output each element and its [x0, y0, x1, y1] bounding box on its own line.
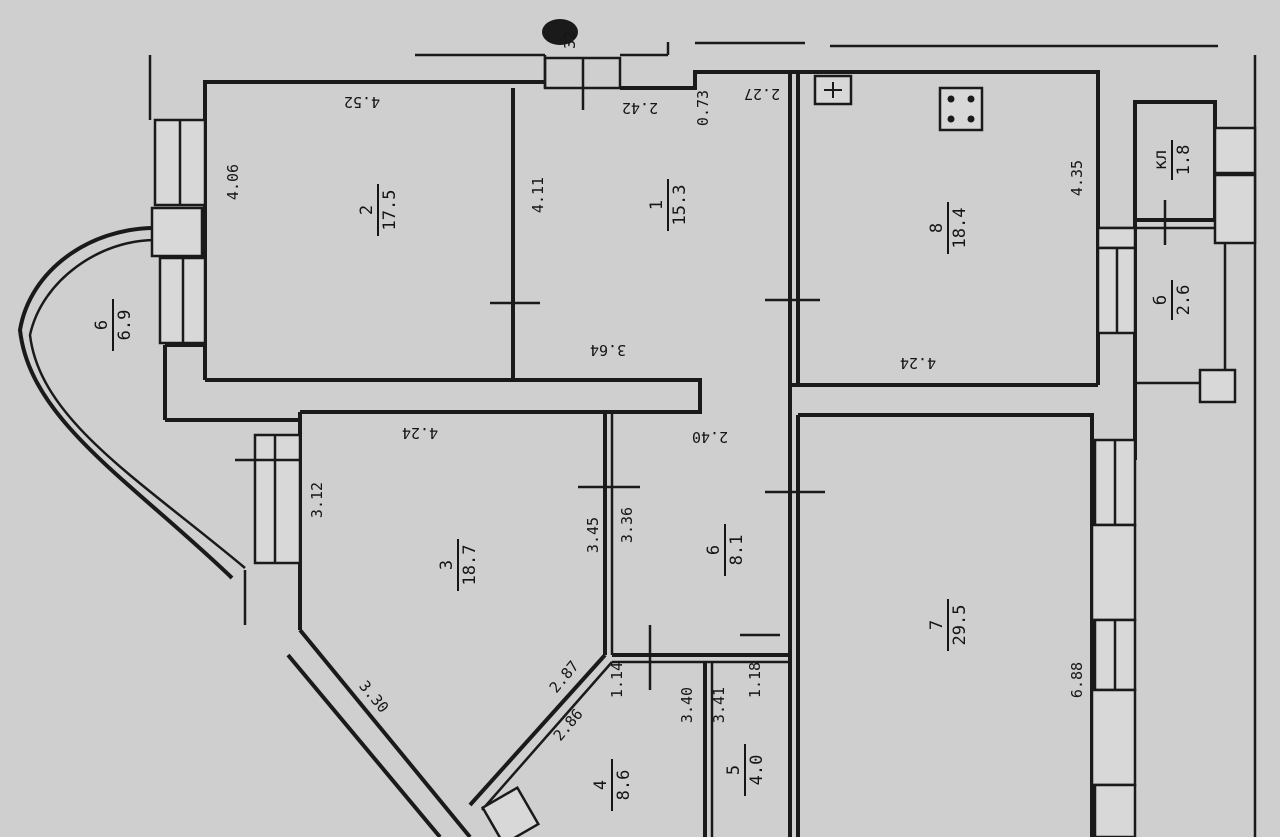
- dim-3-12: 3.12: [308, 482, 326, 518]
- ink-smudge: [542, 19, 578, 45]
- svg-text:6: 6: [704, 545, 724, 555]
- svg-text:4: 4: [591, 780, 611, 790]
- room-label-6-balcony: 6 6.9: [92, 299, 135, 351]
- room-label-kl: кл 1.8: [1151, 140, 1194, 180]
- svg-text:4.0: 4.0: [747, 755, 767, 786]
- dim-3-36: 3.36: [618, 507, 636, 543]
- svg-text:18.4: 18.4: [950, 208, 970, 249]
- dim-4-24-mid: 4.24: [402, 424, 438, 442]
- svg-text:8.6: 8.6: [614, 770, 634, 801]
- svg-text:18.7: 18.7: [460, 545, 480, 586]
- svg-text:1.8: 1.8: [1174, 145, 1194, 176]
- windows: [150, 118, 1257, 837]
- room-label-1: 1 15.3: [647, 179, 690, 231]
- room-label-4: 4 8.6: [591, 759, 634, 811]
- stove-icon: [938, 86, 984, 132]
- room-label-3: 3 18.7: [437, 539, 480, 591]
- dim-4-24-top: 4.24: [900, 354, 936, 372]
- dim-2-42: 2.42: [622, 99, 658, 117]
- room-label-2: 2 17.5: [357, 184, 400, 236]
- svg-text:2: 2: [357, 205, 377, 215]
- dim-32: 32: [561, 31, 579, 49]
- dim-3-64: 3.64: [590, 341, 626, 359]
- svg-text:8.1: 8.1: [727, 535, 747, 566]
- room-label-hall: 6 8.1: [704, 524, 747, 576]
- room-label-8: 8 18.4: [927, 202, 970, 254]
- svg-text:2.6: 2.6: [1174, 285, 1194, 316]
- svg-text:29.5: 29.5: [950, 605, 970, 646]
- dim-3-45: 3.45: [584, 517, 602, 553]
- dim-1-18: 1.18: [746, 662, 764, 698]
- dim-2-27: 2.27: [744, 85, 780, 103]
- svg-text:7: 7: [927, 620, 947, 630]
- dim-1-14: 1.14: [608, 662, 626, 698]
- dim-6-88: 6.88: [1068, 662, 1086, 698]
- svg-text:6.9: 6.9: [115, 310, 135, 341]
- room-label-5: 5 4.0: [724, 744, 767, 796]
- dim-4-35: 4.35: [1068, 160, 1086, 196]
- svg-text:кл: кл: [1151, 150, 1171, 170]
- svg-text:3: 3: [437, 560, 457, 570]
- dim-3-40: 3.40: [678, 687, 696, 723]
- sink-icon: [813, 74, 853, 106]
- svg-text:8: 8: [927, 223, 947, 233]
- svg-text:б: б: [1151, 295, 1171, 305]
- svg-text:15.3: 15.3: [670, 185, 690, 226]
- svg-text:5: 5: [724, 765, 744, 775]
- dim-4-06: 4.06: [224, 164, 242, 200]
- svg-text:6: 6: [92, 320, 112, 330]
- dim-0-73: 0.73: [694, 90, 712, 126]
- svg-text:17.5: 17.5: [380, 190, 400, 231]
- dim-4-11: 4.11: [529, 177, 547, 213]
- dim-2-40: 2.40: [692, 428, 728, 446]
- room-label-7: 7 29.5: [927, 599, 970, 651]
- svg-text:1: 1: [647, 200, 667, 210]
- dim-4-52: 4.52: [344, 93, 380, 111]
- dim-3-41: 3.41: [710, 687, 728, 723]
- room-label-b: б 2.6: [1151, 280, 1194, 320]
